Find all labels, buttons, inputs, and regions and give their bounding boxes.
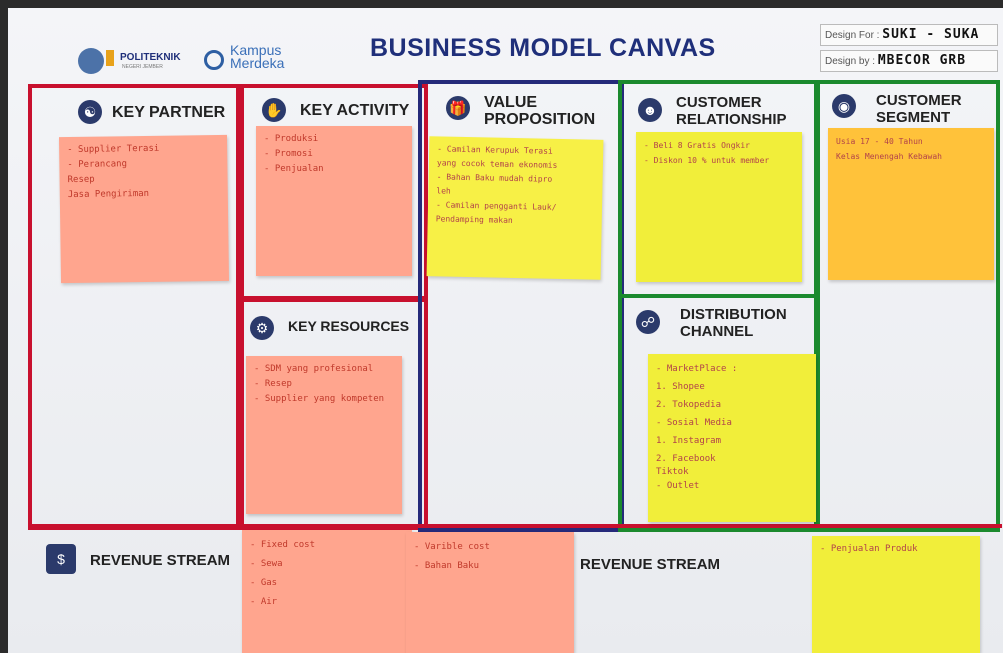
note-line: - Fixed cost [250,540,316,550]
note-line: - Gas [250,578,278,588]
design-for-label: Design For : [825,30,880,41]
note-line: - Penjualan [264,164,324,174]
segment-icon: ◉ [832,94,856,118]
note-line: 1. Shopee [656,382,705,392]
dc-heading-line1: DISTRIBUTION [680,306,787,323]
revenue-heading-left: REVENUE STREAM [90,552,231,569]
key-resources-note: - SDM yang profesional - Resep - Supplie… [246,356,402,514]
note-line: Pendamping makan [435,214,513,225]
page-title: BUSINESS MODEL CANVAS [370,34,716,62]
note-line: - Diskon 10 % untuk member [644,156,770,165]
hand-gear-icon: ✋ [262,98,286,122]
cs-heading-line2: SEGMENT [876,109,951,126]
note-line: 2. Tokopedia [656,400,722,410]
cr-heading-line2: RELATIONSHIP [676,111,787,128]
group-icon: ☻ [638,98,662,122]
key-partner-note: - Supplier Terasi - Perancang Resep Jasa… [58,134,230,284]
cs-heading-line1: CUSTOMER [876,92,962,109]
note-line: - SDM yang profesional [254,364,374,374]
key-resources-box [236,296,428,530]
design-for-value: SUKI - SUKA [882,27,980,42]
key-activity-note: - Produksi - Promosi - Penjualan [256,126,412,276]
key-activity-heading: KEY ACTIVITY [300,102,410,119]
cr-heading-line1: CUSTOMER [676,94,762,111]
note-line: Kelas Menengah Kebawah [836,152,942,161]
note-line: - Promosi [264,149,313,159]
design-by-label: Design by : [825,56,876,67]
key-activity-box [236,84,428,302]
note-line: Usia 17 - 40 Tahun [836,137,923,146]
note-line: - Outlet [656,481,700,491]
design-by-box: Design by : MBECOR GRB [820,50,998,72]
note-line: - Sosial Media [656,418,732,428]
customer-relationship-note: - Beli 8 Gratis Ongkir - Diskon 10 % unt… [636,132,802,282]
design-for-box: Design For : SUKI - SUKA [820,24,998,46]
network-icon: ☍ [636,310,660,334]
gear-people-icon: ⚙ [250,316,274,340]
note-line: - Resep [254,379,292,389]
note-line: - Sewa [250,559,283,569]
dc-heading-line2: CHANNEL [680,323,754,340]
note-line: - Penjualan Produk [820,544,918,554]
calculator-money-icon: $ [46,544,76,574]
note-line: - Bahan Baku [414,561,480,571]
note-line: - Varible cost [414,542,490,552]
key-partner-heading: KEY PARTNER [112,104,226,121]
note-line: 1. Instagram [656,436,722,446]
design-by-value: MBECOR GRB [877,53,967,68]
people-network-icon: ☯ [78,100,102,124]
distribution-channel-note: - MarketPlace : 1. Shopee 2. Tokopedia -… [648,354,816,522]
kampus-merdeka-logo-icon [204,50,224,70]
distribution-channel-box [618,294,820,532]
value-heading-line2: PROPOSITION [484,111,596,128]
customer-segment-box [814,80,1000,532]
value-proposition-note: - Camilan Kerupuk Terasi yang cocok tema… [426,136,604,280]
note-line: - MarketPlace : [656,364,738,374]
gift-hand-icon: 🎁 [446,96,470,120]
value-proposition-box [418,80,624,532]
key-partner-box [28,84,244,530]
note-line: - Air [250,597,278,607]
note-line: Tiktok [656,467,689,477]
logo-kampus-line1: Kampus [230,42,282,58]
note-line: - Produksi [264,134,319,144]
politeknik-logo-icon [78,48,104,74]
logo-stripe-icon [106,50,114,66]
revenue-sales-note: - Penjualan Produk [812,536,980,653]
logo-politeknik-sub: NEGERI JEMBER [122,64,163,70]
logo-politeknik: POLITEKNIK [120,52,181,63]
note-line: Jasa Pengiriman [67,188,150,201]
logo-kampus-line2: Merdeka [230,55,285,71]
value-heading-line1: VALUE [484,94,538,111]
revenue-stream-box [28,524,1002,653]
revenue-fixed-cost-note: - Fixed cost - Sewa - Gas - Air [242,530,412,653]
revenue-variable-cost-note: - Varible cost - Bahan Baku [406,532,574,653]
key-resources-heading: KEY RESOURCES [288,318,410,334]
note-line: - Beli 8 Gratis Ongkir [644,141,750,150]
revenue-heading-right: REVENUE STREAM [580,556,721,573]
note-line: - Supplier yang kompeten [254,394,385,404]
customer-segment-note: Usia 17 - 40 Tahun Kelas Menengah Kebawa… [828,128,994,280]
note-line: 2. Facebook [656,454,716,464]
